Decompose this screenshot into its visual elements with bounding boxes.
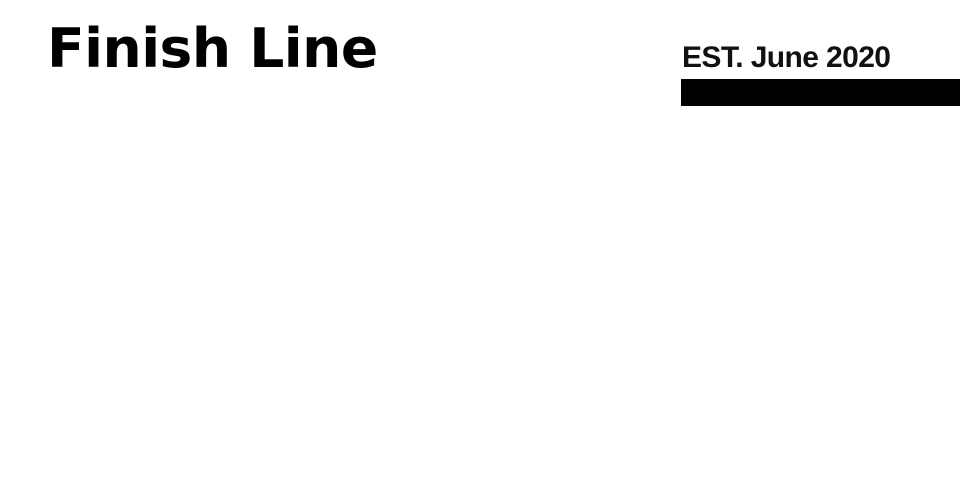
- established-date: EST. June 2020: [682, 41, 891, 74]
- accent-bar: [681, 79, 960, 106]
- brand-title: Finish Line: [47, 17, 378, 80]
